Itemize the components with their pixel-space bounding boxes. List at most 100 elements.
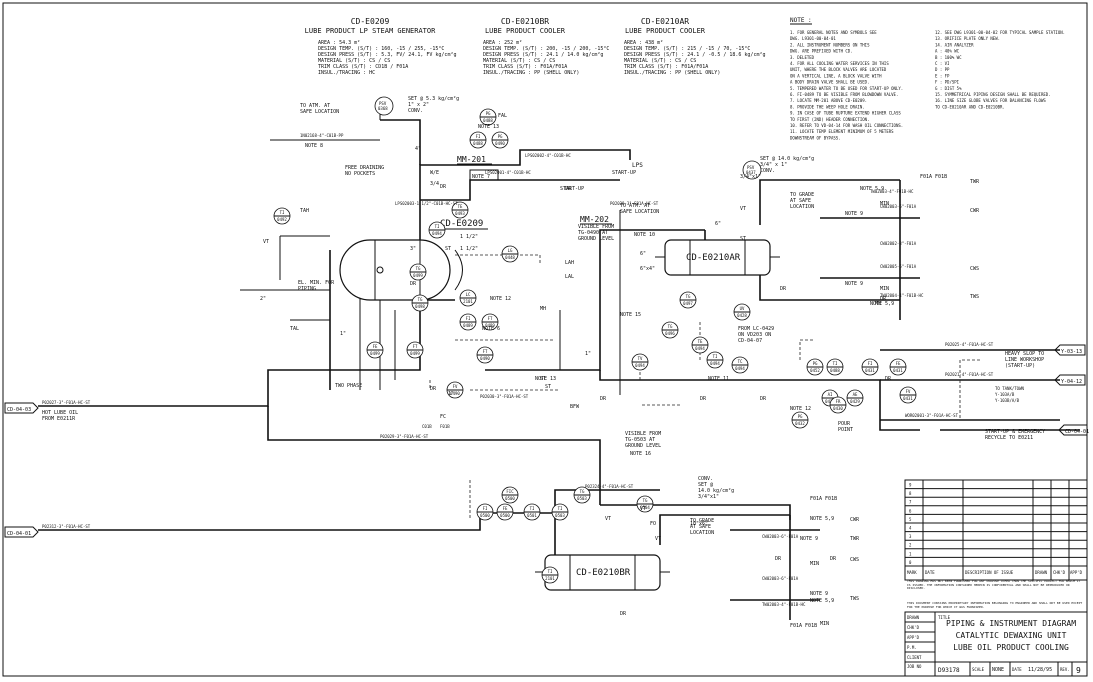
svg-text:TWO PHASE: TWO PHASE [335, 383, 362, 389]
svg-text:F01B: F01B [440, 424, 450, 429]
note-line: 16. LINE SIZE GLOBE VALVES FOR BALANCING… [935, 98, 1046, 103]
svg-text:TWS: TWS [850, 596, 859, 602]
revision-mark: 4 [909, 526, 912, 531]
svg-text:(START-UP): (START-UP) [1005, 363, 1035, 369]
instrument-number: 0448 [505, 255, 515, 260]
svg-text:NOTE 5,9: NOTE 5,9 [860, 186, 884, 192]
instrument-type: FE [373, 344, 378, 349]
svg-text:TAL: TAL [290, 326, 299, 332]
svg-text:3/4" x 1": 3/4" x 1" [760, 162, 787, 168]
instrument-number: 0499 [370, 351, 380, 356]
svg-text:F01A F01B: F01A F01B [790, 623, 817, 629]
instrument-number: 0431 [893, 368, 903, 373]
instrument-number: 0504 [640, 505, 650, 510]
svg-text:P02025-4"-F01A-HC-ST: P02025-4"-F01A-HC-ST [945, 342, 994, 347]
instrument-bubble: FE 0499 [366, 341, 384, 359]
tb-rev: 9 [1076, 666, 1081, 675]
svg-text:NOTE 9: NOTE 9 [810, 591, 828, 597]
svg-text:LPS: LPS [632, 162, 643, 169]
instrument-number: 0432 [795, 421, 805, 426]
svg-text:PSV: PSV [379, 101, 387, 106]
mark-st: ST [445, 246, 451, 252]
header-name: LUBE PRODUCT LP STEAM GENERATOR [305, 27, 436, 35]
svg-text:HEAVY SLOP TO: HEAVY SLOP TO [1005, 351, 1044, 357]
svg-text:P02030-3"-F01A-HC-ST: P02030-3"-F01A-HC-ST [480, 394, 529, 399]
note-line: 10. REFER TO VD-04-14 FOR WASH OIL CONNE… [790, 123, 903, 128]
instrument-type: AI [828, 392, 833, 397]
header-tag: CD-E0210AR [641, 17, 689, 26]
svg-text:NOTE 12: NOTE 12 [790, 406, 811, 412]
revision-mark: 6 [909, 508, 912, 513]
instrument-number: 0501 [527, 513, 537, 518]
header-tag: CD-E0209 [351, 17, 390, 26]
instrument-number: 0493 [455, 211, 465, 216]
instrument-type: FI [868, 361, 873, 366]
svg-text:NOTE 6: NOTE 6 [482, 326, 500, 332]
mark-vt: VT [740, 206, 746, 212]
note-line: UNIT, WHERE THE BLOCK VALVES ARE LOCATED [790, 67, 887, 72]
svg-text:GROUND LEVEL: GROUND LEVEL [625, 443, 661, 449]
note-line: 13. ORIFICE PLATE ONLY NEW. [935, 36, 1000, 41]
svg-text:BFW: BFW [570, 404, 580, 410]
header-spec: DESIGN TEMP. (S/T) : 200, -15 / 200, -15… [483, 46, 609, 52]
mark-b_four: 4" [415, 146, 421, 152]
offpage-cd-04-01b: CD-04-01 [1065, 429, 1089, 435]
instrument-type: FV [453, 384, 458, 389]
instrument-type: FI [466, 316, 471, 321]
mark-min: MIN [810, 561, 819, 567]
svg-text:GROUND LEVEL: GROUND LEVEL [578, 236, 614, 242]
offpage-cd-04-03: CD-04-03 [7, 407, 31, 413]
instrument-number: 0500 [505, 496, 515, 501]
drawing-title-3: LUBE OIL PRODUCT COOLING [953, 643, 1069, 652]
svg-text:FROM LC-0429: FROM LC-0429 [738, 326, 774, 332]
header-spec: TRIM CLASS (S/T) : F01A/F01A [624, 64, 708, 70]
instrument-number: 2101 [463, 299, 473, 304]
instrument-number: 0503 [577, 496, 587, 501]
svg-text:EL. MIN. FOR: EL. MIN. FOR [298, 280, 335, 286]
svg-text:NO POCKETS: NO POCKETS [345, 171, 375, 177]
mark-vt: VT [605, 516, 611, 522]
instrument-type: TC [738, 359, 743, 364]
svg-text:LPS02003-1 1/2"-C01B-HC-ST: LPS02003-1 1/2"-C01B-HC-ST [395, 201, 458, 206]
exchanger-cd-e0210br: CD-E0210BR [535, 554, 670, 591]
header-name: LUBE PRODUCT COOLER [485, 27, 566, 35]
note-line: 12. SEE DWG L9301-00-04-02 FOR TYPICAL S… [935, 30, 1065, 35]
mark-b_one: 1" [585, 351, 591, 357]
svg-text:LINE WORKSHOP: LINE WORKSHOP [1005, 357, 1044, 363]
svg-text:NOTE 15: NOTE 15 [620, 312, 641, 318]
svg-text:CONV.: CONV. [698, 476, 713, 482]
revision-mark: 7 [909, 500, 912, 505]
instrument-type: TI [435, 224, 440, 229]
note-line: DOWNSTREAM OF BYPASS. [790, 135, 841, 140]
tb-date-label: DATE [1012, 667, 1022, 672]
svg-text:SET @: SET @ [698, 482, 713, 488]
svg-text:DRAWN: DRAWN [1035, 570, 1048, 575]
svg-text:14.0 kg/cm²g: 14.0 kg/cm²g [698, 488, 734, 494]
svg-text:START-UP: START-UP [560, 186, 584, 192]
tb-chkd: CHK'D [907, 625, 920, 630]
header-cd-e0210ar: CD-E0210AR LUBE PRODUCT COOLER AREA : 43… [624, 17, 765, 76]
note-line: G : DIST 5% [935, 86, 962, 91]
note-line: TO FIRST (2ND) HEADER CONNECTION. [790, 117, 869, 122]
mark-dr: DR [775, 556, 782, 562]
note-line: 8. PROVIDE THE WEEP HOLE DRAIN. [790, 104, 865, 109]
mark-dr: DR [565, 186, 572, 192]
tb-client: CLIENT [907, 655, 922, 660]
svg-text:NOTE 8: NOTE 8 [305, 143, 323, 149]
mm-201: MM-201 [457, 155, 492, 165]
svg-text:CWS: CWS [850, 557, 859, 563]
note-line: 1. FOR GENERAL NOTES AND SYMBOLS SEE [790, 30, 877, 35]
